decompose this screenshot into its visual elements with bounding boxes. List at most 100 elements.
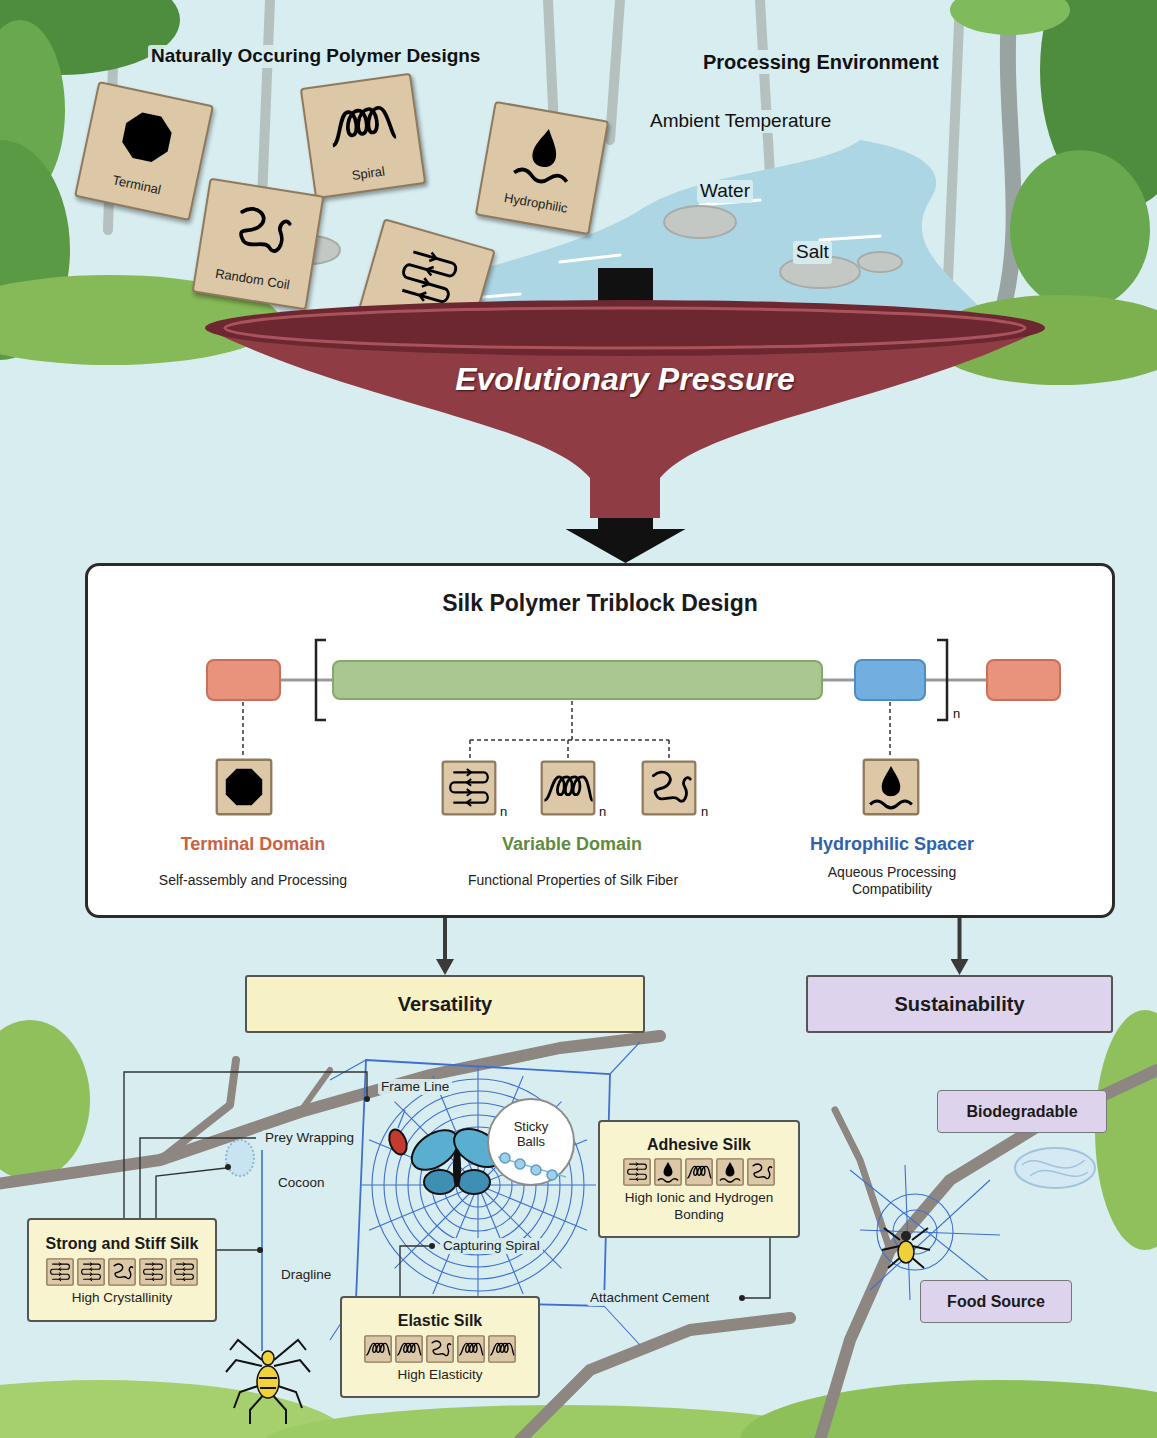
polymer-tile: Hydrophilic (475, 101, 609, 235)
domain-icon (488, 1335, 516, 1363)
branches (160, 1060, 236, 1160)
outcome-box: Versatility (245, 975, 645, 1033)
domain-icon (747, 1158, 775, 1186)
dashed-leaders (668, 740, 670, 758)
tree-trunks (40, 0, 1100, 330)
dashed-leaders (571, 701, 573, 740)
dashed-leaders (889, 702, 891, 755)
bird-nest (1022, 1160, 1088, 1176)
domain-icon (459, 1343, 483, 1355)
river-ripples (820, 236, 880, 240)
domain-icon (396, 1335, 422, 1361)
annotation-label: Naturally Occuring Polymer Designs (148, 45, 483, 68)
callout-outline (515, 1159, 525, 1169)
box-text: Terminal (111, 172, 162, 197)
box-text: Spiral (351, 163, 386, 183)
domain-icon (109, 1258, 135, 1284)
dashed-leaders (567, 740, 569, 758)
repeat-bracket (316, 640, 326, 720)
box-text: Versatility (398, 992, 493, 1016)
outcome-box: Sustainability (806, 975, 1113, 1033)
flow-arrow (443, 918, 447, 959)
annotation-label: Hydrophilic Spacer (787, 834, 997, 856)
domain-icon (544, 777, 592, 801)
small-web (877, 1194, 953, 1270)
domain-icon (175, 1262, 194, 1280)
leader-lines (400, 1246, 429, 1296)
leader-dots (364, 1096, 370, 1102)
domain-icon (139, 1258, 167, 1286)
box-text: Adhesive Silk (647, 1135, 751, 1154)
box-text: Elastic Silk (398, 1311, 483, 1330)
domain-icon (170, 1258, 198, 1286)
polymer-tile: Terminal (74, 81, 214, 221)
cocoon (226, 1140, 254, 1176)
domain-icon (78, 1258, 104, 1284)
box-text: Food Source (947, 1292, 1045, 1311)
tile-icon (237, 207, 291, 253)
leader-lines (745, 1238, 770, 1298)
funnel-shape: Evolutionary Pressure (205, 298, 1045, 518)
callout-outline (500, 1153, 510, 1163)
domain-icon (217, 760, 272, 815)
repeat-bracket (937, 640, 947, 720)
tile-icon (513, 124, 575, 186)
dashed-leaders (469, 740, 471, 758)
orb-web (356, 1060, 610, 1306)
dashed-leaders (243, 701, 890, 758)
butterfly (454, 1150, 460, 1186)
wrapped-prey (386, 1127, 410, 1157)
domain-icon (46, 1258, 74, 1286)
domain-icon (108, 1258, 136, 1286)
annotation-label: Aqueous Processing Compatibility (810, 864, 975, 898)
box-text: High Crystallinity (72, 1290, 173, 1306)
callout-outline (488, 1099, 574, 1185)
terminal-block (987, 660, 1060, 700)
domain-icon (47, 1258, 73, 1284)
domain-icon (628, 1163, 647, 1181)
backbone-line (280, 679, 333, 682)
dashed-leaders (242, 702, 244, 755)
domain-icon (864, 760, 919, 815)
annotation-label: n (701, 804, 708, 820)
flow-arrow (598, 518, 653, 529)
annotation-label: Attachment Cement (587, 1290, 712, 1306)
domain-icon (432, 1341, 450, 1356)
domain-icon (686, 1159, 712, 1185)
domain-icon (443, 762, 496, 815)
domain-icon (458, 1335, 484, 1361)
tree-trunks (610, 0, 620, 140)
annotation-label: Terminal Domain (138, 834, 368, 856)
leader-lines (156, 1168, 226, 1218)
silk-type-box: Adhesive SilkHigh Ionic and Hydrogen Bon… (598, 1120, 800, 1238)
domain-icon (623, 1158, 651, 1186)
domain-icon (748, 1159, 774, 1185)
leader-lines (124, 1072, 770, 1298)
box-text: Biodegradable (966, 1102, 1077, 1121)
silk-type-box: Strong and Stiff SilkHigh Crystallinity (27, 1218, 217, 1322)
branches (520, 1318, 790, 1438)
orb-weaver-spider (259, 1378, 277, 1388)
silk-type-box: Elastic SilkHigh Elasticity (340, 1296, 540, 1398)
orb-web (369, 1185, 478, 1230)
polymer-tile: Spiral (300, 73, 426, 199)
butterfly (458, 1170, 490, 1194)
domain-icon (364, 1335, 392, 1363)
domain-icon (457, 1335, 485, 1363)
domain-icon (654, 1158, 682, 1186)
box-text: Sustainability (894, 992, 1024, 1016)
leader-lines (124, 1072, 367, 1218)
callout-outline (531, 1165, 541, 1175)
funnel-outline (205, 328, 1045, 518)
domain-icon (643, 762, 696, 815)
domain-icon (140, 1258, 166, 1284)
domain-icon (687, 1167, 711, 1179)
annotation-label: Prey Wrapping (262, 1130, 357, 1146)
box-text: High Elasticity (398, 1367, 483, 1383)
river-ripples (560, 255, 620, 262)
domain-icon (489, 1335, 515, 1361)
box-text: Silk Polymer Triblock Design (442, 590, 758, 618)
annotation-label: Water (697, 180, 753, 203)
small-spider (898, 1241, 914, 1263)
